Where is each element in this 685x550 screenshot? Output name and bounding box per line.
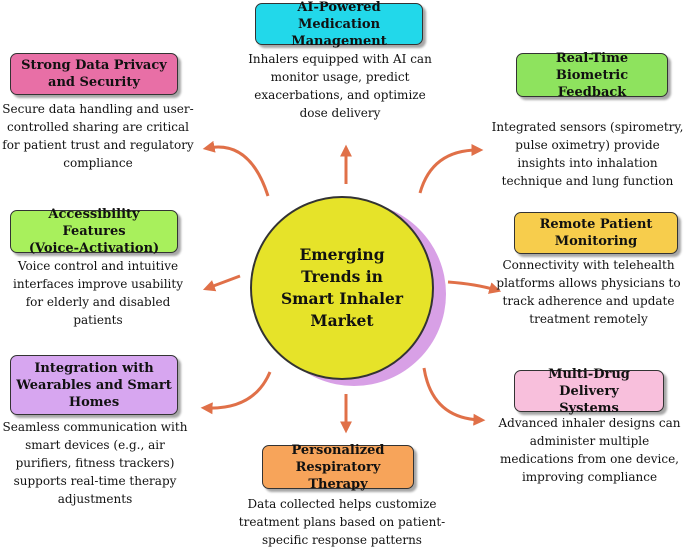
- node-multi-drug-title: Multi-Drug Delivery Systems: [548, 366, 630, 416]
- node-respiratory-therapy-title: Personalized Respiratory Therapy: [291, 442, 385, 492]
- node-accessibility-description: Voice control and intuitive interfaces i…: [12, 259, 183, 327]
- node-wearables: Integration with Wearables and Smart Hom…: [10, 355, 178, 415]
- arrow-to-accessibility: [202, 274, 241, 292]
- node-data-privacy-title: Strong Data Privacy and Security: [21, 58, 167, 90]
- node-multi-drug-description: Advanced inhaler designs can administer …: [498, 416, 681, 484]
- node-wearables-description: Seamless communication with smart device…: [2, 420, 188, 506]
- node-data-privacy: Strong Data Privacy and Security: [10, 53, 178, 95]
- node-ai-medication-title: AI-Powered Medication Management: [291, 0, 387, 49]
- node-multi-drug: Multi-Drug Delivery Systems: [514, 367, 664, 416]
- node-wearables-title: Integration with Wearables and Smart Hom…: [16, 360, 172, 410]
- arrow-to-data-privacy: [202, 140, 270, 197]
- node-data-privacy-description: Secure data handling and user- controlle…: [2, 102, 194, 170]
- arrow-to-biometric-feedback: [418, 144, 484, 194]
- node-respiratory-therapy-description: Data collected helps customize treatment…: [238, 497, 446, 547]
- node-remote-monitoring: Remote Patient Monitoring: [514, 212, 678, 254]
- node-respiratory-therapy: Personalized Respiratory Therapy: [262, 443, 414, 492]
- central-hub-title: Emerging Trends in Smart Inhaler Market: [280, 245, 404, 330]
- arrow-to-remote-monitoring: [447, 280, 502, 294]
- node-remote-monitoring-title: Remote Patient Monitoring: [539, 217, 653, 249]
- central-hub: Emerging Trends in Smart Inhaler Market: [250, 196, 434, 380]
- node-accessibility-title: Accessibility Features (Voice-Activation…: [28, 207, 160, 256]
- arrow-to-multi-drug: [422, 367, 486, 426]
- node-ai-medication: AI-Powered Medication Management: [255, 0, 423, 49]
- node-remote-monitoring-description: Connectivity with telehealth platforms a…: [496, 258, 681, 326]
- node-ai-medication-description: Inhalers equipped with AI can monitor us…: [248, 52, 432, 120]
- node-biometric-feedback-description: Integrated sensors (spirometry, pulse ox…: [491, 120, 684, 188]
- node-biometric-feedback-title: Real-Time Biometric Feedback: [555, 50, 629, 100]
- arrow-to-wearables: [200, 371, 272, 415]
- node-accessibility: Accessibility Features (Voice-Activation…: [10, 207, 178, 256]
- node-biometric-feedback: Real-Time Biometric Feedback: [516, 51, 668, 100]
